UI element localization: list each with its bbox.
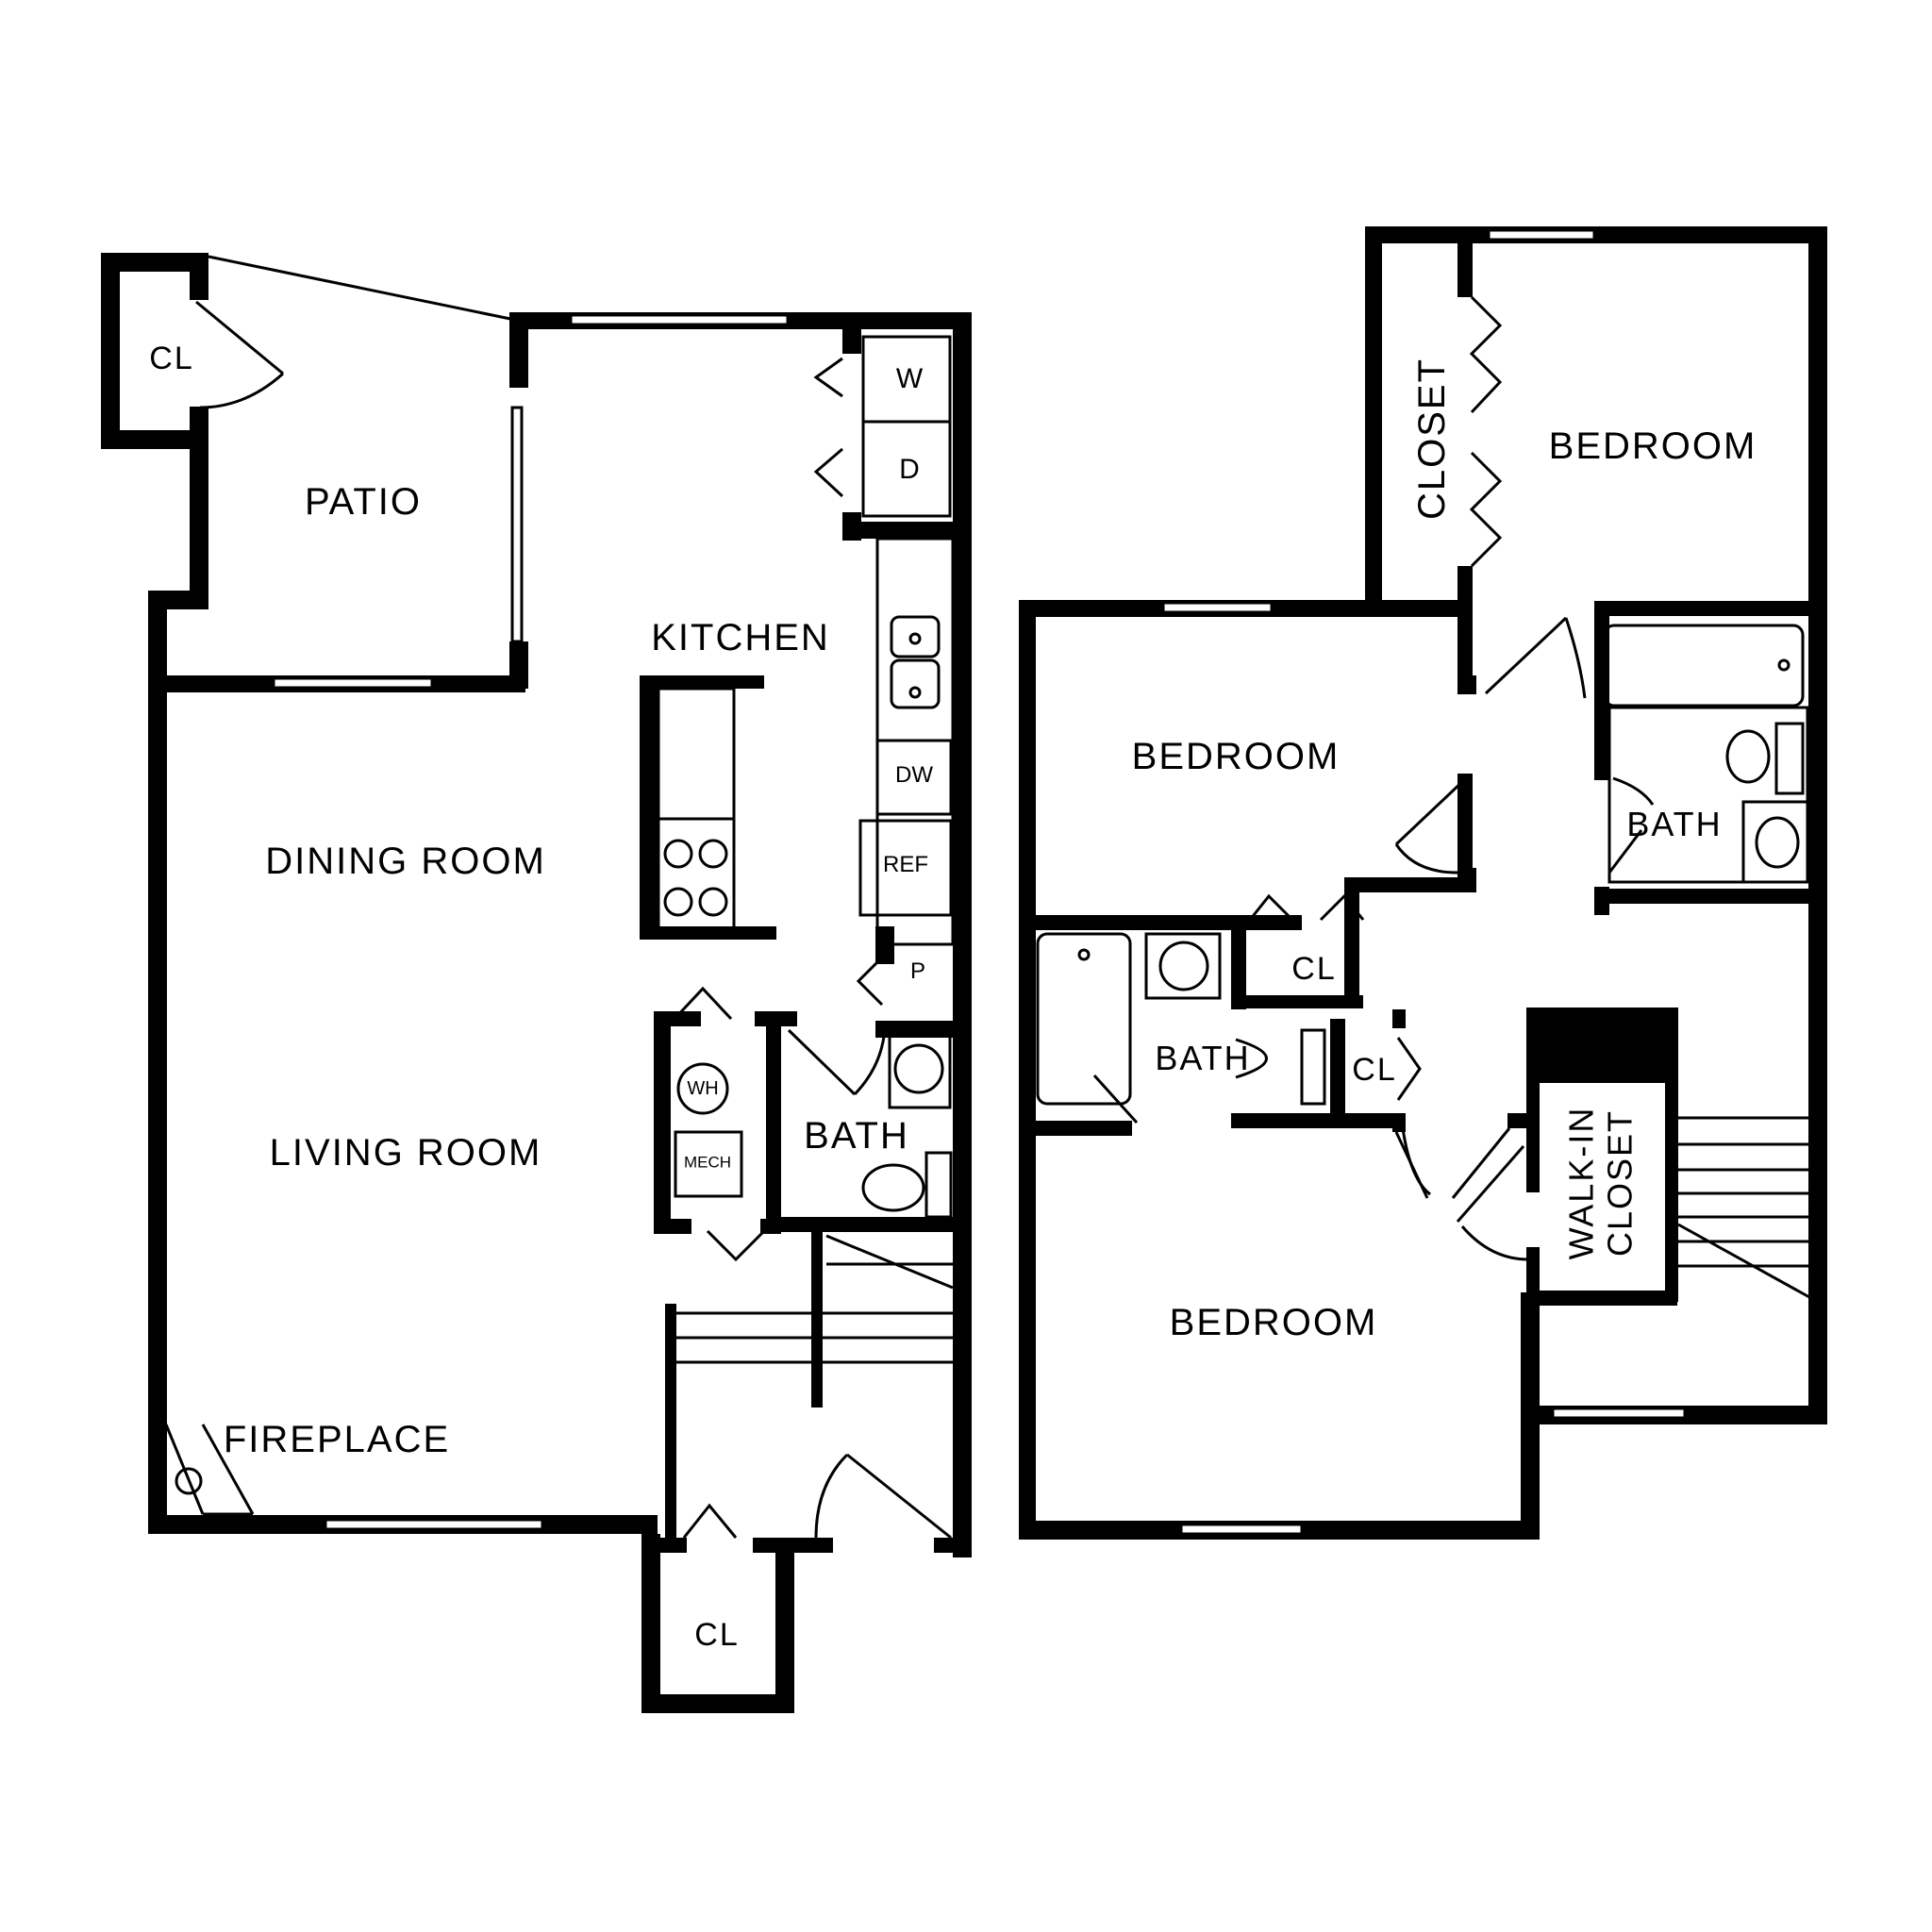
pantry-label: P [909,958,926,984]
bedroom-middle-label: BEDROOM [1131,736,1341,777]
windows-first-floor [272,313,790,1531]
walls-first-floor [101,253,972,1713]
patio-closet-label: CL [149,341,194,376]
bedroom-top-right-label: BEDROOM [1548,425,1757,467]
kitchen-label: KITCHEN [651,617,830,658]
entry-closet-label: CL [694,1617,740,1653]
linen-closet-label: CL [1352,1052,1397,1088]
mech-label: MECH [683,1153,732,1172]
bath-right-label: BATH [1626,805,1723,843]
dining-room-label: DINING ROOM [265,841,546,882]
bath-left-label: BATH [1155,1039,1251,1077]
dishwasher-label: DW [895,762,933,788]
first-floor-bath-label: BATH [804,1115,909,1157]
refrigerator-label: REF [883,852,928,877]
windows-second-floor [1161,228,1687,1536]
patio-label: PATIO [304,481,423,523]
fixtures-first-floor [164,255,955,1540]
living-room-label: LIVING ROOM [269,1132,542,1174]
walk-in-closet-label: WALK-IN CLOSET [1561,1106,1640,1260]
walls-second-floor [1019,226,1827,1540]
fireplace-label: FIREPLACE [223,1419,451,1460]
bedroom-bottom-label: BEDROOM [1169,1302,1378,1343]
dryer-label: D [899,454,922,485]
hall-closet-label: CL [1291,951,1337,987]
water-heater-label: WH [687,1078,719,1099]
closet-top-label: CLOSET [1411,357,1453,521]
fixtures-second-floor [1036,295,1810,1299]
washer-label: W [895,363,925,394]
